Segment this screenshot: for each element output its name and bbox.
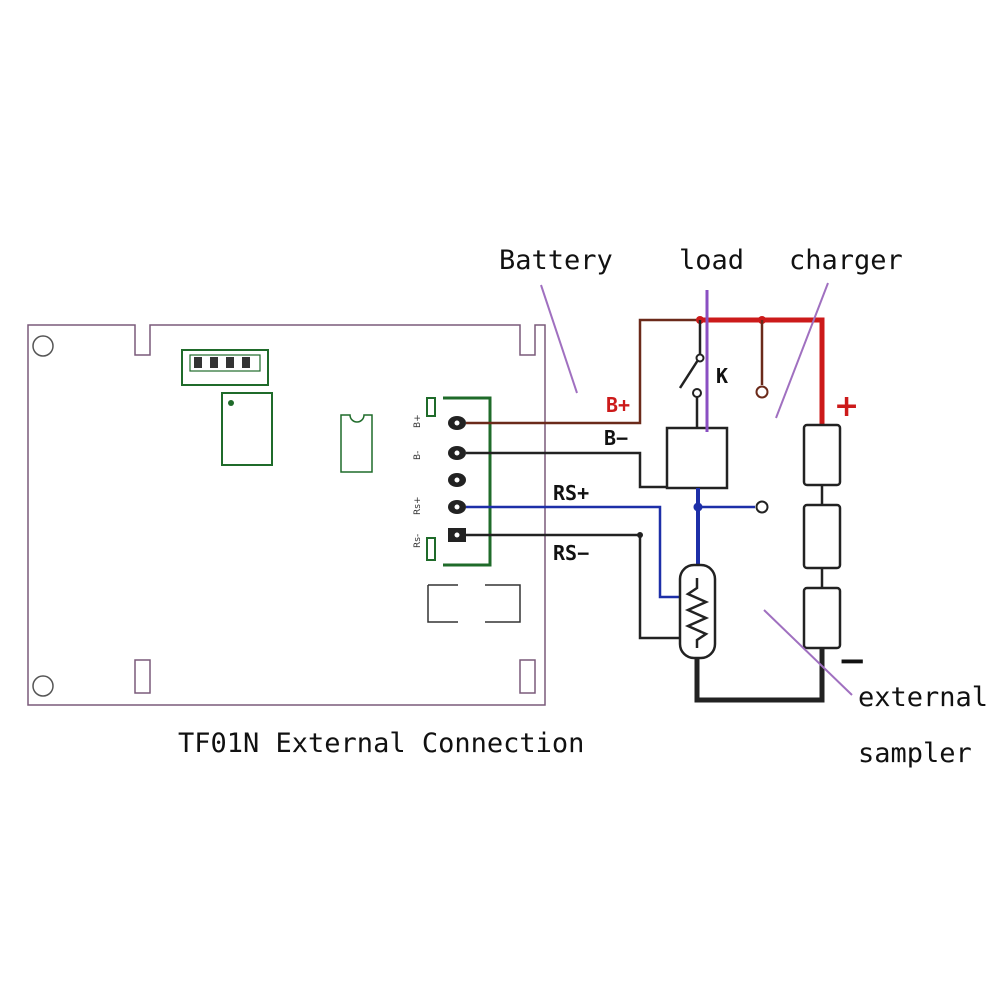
battery-pointer xyxy=(540,284,578,394)
pin-label-b-minus: B- xyxy=(413,451,423,460)
footprint-outline xyxy=(427,584,521,623)
sampler-pointer xyxy=(763,609,853,696)
sample-terminal xyxy=(755,500,769,514)
bus-positive xyxy=(700,317,825,425)
terminal-block: B+ B- Rs+ Rs- xyxy=(413,396,492,567)
terminal-pads xyxy=(448,416,466,542)
shunt-resistor xyxy=(678,563,717,660)
slot-bottom-right xyxy=(519,659,536,694)
switch-label: K xyxy=(716,364,728,388)
ic-chip xyxy=(221,392,273,466)
wire-rs-plus xyxy=(466,505,680,599)
charger-pointer xyxy=(775,282,829,419)
wire-label-rs-plus: RS+ xyxy=(553,481,589,505)
wire-b-plus xyxy=(466,318,705,425)
sampler-label-line2: sampler xyxy=(858,738,972,769)
board-outline xyxy=(27,324,546,706)
battery-cell-2 xyxy=(802,503,842,570)
header-connector xyxy=(181,349,269,386)
pin-label-b-plus: B+ xyxy=(413,414,423,428)
battery-cell-1 xyxy=(802,423,842,487)
charger-terminal xyxy=(755,385,769,399)
junction-sample xyxy=(693,502,703,512)
battery-label: Battery xyxy=(499,245,613,276)
charger-label: charger xyxy=(789,245,903,276)
battery-circuit xyxy=(665,316,842,703)
battery-cells xyxy=(802,423,842,650)
load-label: load xyxy=(679,245,744,276)
wire-label-rs-minus: RS− xyxy=(553,541,589,565)
pointer-lines xyxy=(540,282,853,696)
sampler-label-line1: external xyxy=(858,682,988,713)
junction-rs-minus xyxy=(637,532,643,538)
wire-label-b-plus: B+ xyxy=(606,393,630,417)
mounting-hole-bottom xyxy=(32,675,54,697)
battery-cell-3 xyxy=(802,586,842,650)
diagram-title: TF01N External Connection xyxy=(178,728,584,759)
wire-rs-minus xyxy=(466,533,680,640)
load-box xyxy=(665,426,729,490)
mounting-hole-top xyxy=(32,335,54,357)
wire-label-b-minus: B− xyxy=(604,426,628,450)
switch-k xyxy=(678,320,705,428)
negative-sign: − xyxy=(838,641,867,681)
dip-component xyxy=(340,414,373,473)
pin-label-rs-minus: Rs- xyxy=(413,534,423,548)
pin-label-rs-plus: Rs+ xyxy=(413,497,423,515)
pcb-board: B+ B- Rs+ Rs- xyxy=(27,324,546,706)
return-lead xyxy=(694,648,825,703)
positive-sign: + xyxy=(834,389,859,424)
slot-bottom-left xyxy=(134,659,151,694)
